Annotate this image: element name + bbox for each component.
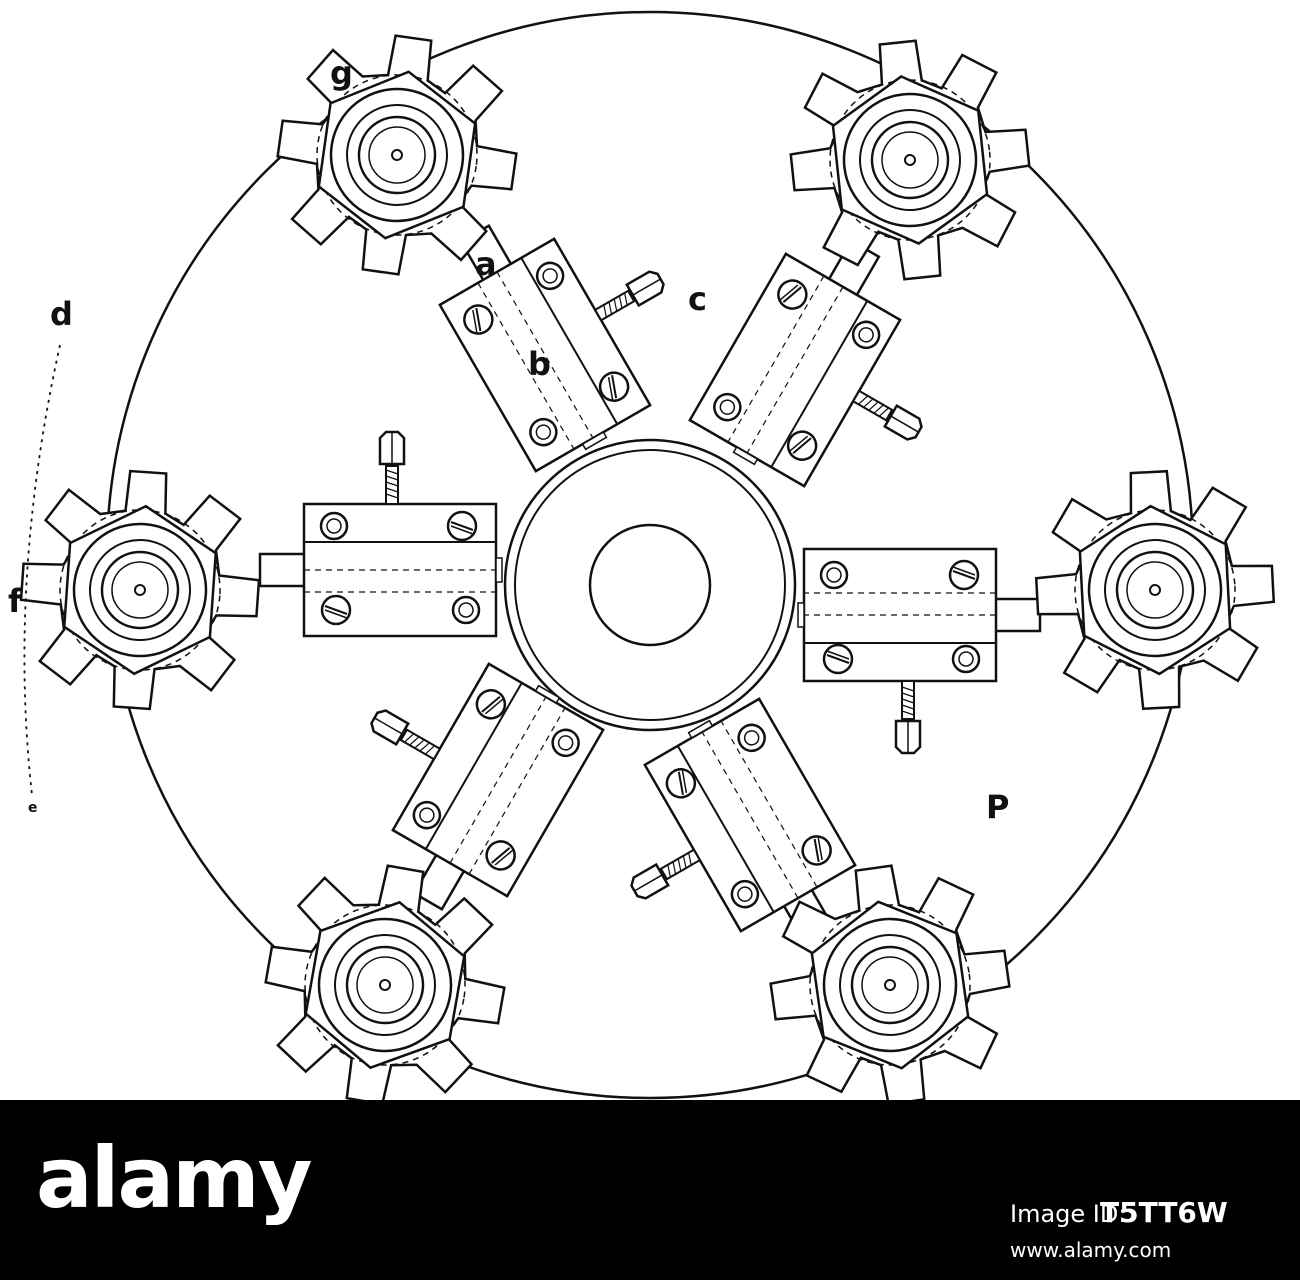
site-url: www.alamy.com [1010, 1238, 1172, 1262]
label-g: g [330, 54, 353, 92]
image-id-value: T5TT6W [1100, 1196, 1228, 1229]
alamy-logo: alamy [36, 1129, 312, 1227]
image-id-label: Image ID: [1010, 1200, 1127, 1228]
label-d: d [50, 295, 73, 333]
label-b: b [528, 345, 551, 383]
label-p: P [986, 788, 1009, 826]
watermark-footer [0, 1100, 1300, 1280]
center-hub [503, 438, 797, 732]
label-e: e [28, 800, 38, 816]
label-c: c [688, 280, 707, 318]
mechanism-diagram: a b c d e f g P [8, 10, 1281, 1100]
label-a: a [475, 245, 497, 283]
label-f: f [8, 582, 23, 620]
dotted-arc-de [23, 344, 61, 796]
